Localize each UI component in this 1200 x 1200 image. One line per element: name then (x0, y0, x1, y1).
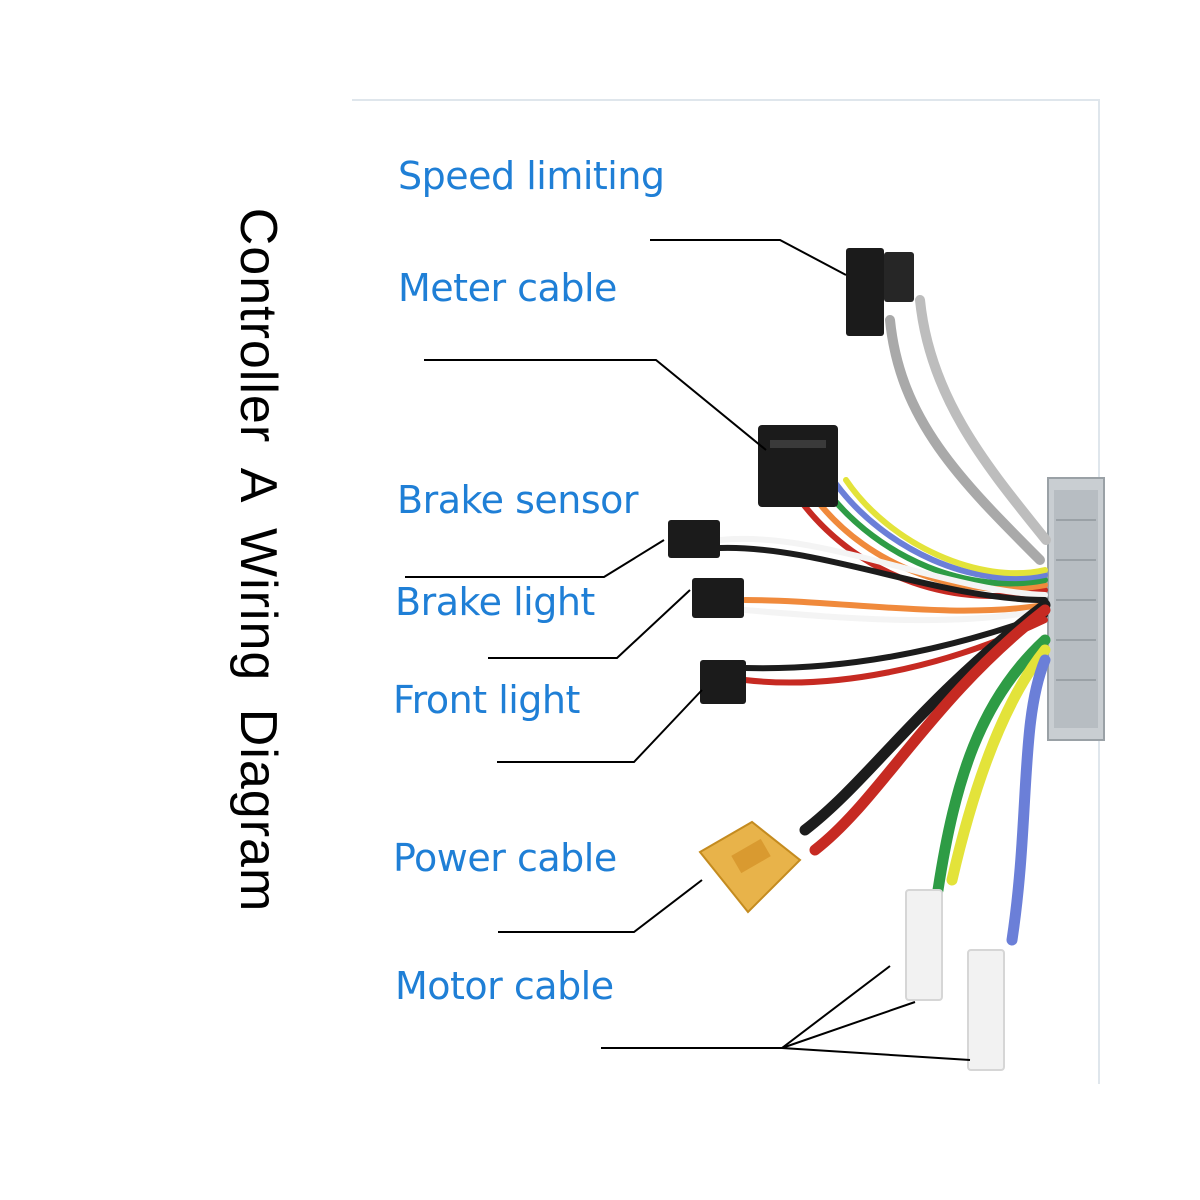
controller-body (1047, 477, 1105, 741)
leader-lines (405, 239, 971, 1061)
motor-cable-sleeves (905, 889, 1005, 1071)
label-meter-cable: Meter cable (398, 266, 617, 310)
leader-line-brake-sensor (405, 539, 665, 578)
speed-limiting-connector (846, 248, 914, 336)
brake-sensor-wires (717, 535, 1048, 603)
leader-line-meter-cable (424, 359, 767, 451)
leader-line-motor-cable-2 (781, 1001, 916, 1049)
leader-line-brake-light (488, 589, 691, 659)
label-brake-light: Brake light (395, 580, 595, 624)
leader-line-speed-limiting (650, 239, 847, 276)
brake-light-wires (742, 597, 1048, 624)
leader-line-front-light (497, 689, 703, 763)
leader-line-motor-cable-3 (781, 1047, 971, 1061)
front-light-connector (700, 660, 746, 704)
meter-connector (758, 425, 838, 507)
motor-phase-wires (932, 634, 1051, 946)
label-speed-limiting: Speed limiting (398, 154, 665, 198)
label-brake-sensor: Brake sensor (397, 478, 639, 522)
brake-light-connector (692, 578, 744, 618)
brake-sensor-connector (668, 520, 720, 558)
label-motor-cable: Motor cable (395, 964, 614, 1008)
gray-cables (885, 295, 1051, 565)
power-cable-wires (799, 599, 1051, 856)
label-front-light: Front light (393, 678, 580, 722)
label-power-cable: Power cable (393, 836, 617, 880)
leader-line-motor-cable (601, 965, 891, 1049)
power-plug-connector (698, 820, 802, 914)
leader-line-power-cable (498, 879, 703, 933)
